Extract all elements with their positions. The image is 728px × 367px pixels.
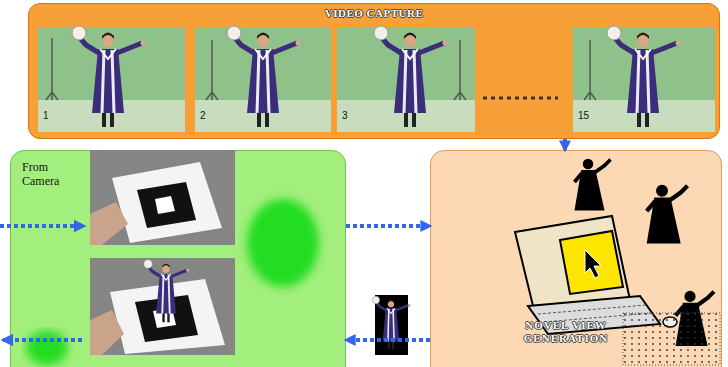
render-panel: NOVEL VIEW GENERATION [430,150,722,367]
panel-heading: NOVEL VIEW GENERATION [507,319,625,344]
frame-number: 3 [342,110,348,122]
panel-caption: From Camera [22,161,74,189]
video-frame: 2 [195,27,331,132]
frame-number: 1 [43,110,49,122]
flow-arrow [563,139,567,150]
video-frame: 3 [337,27,475,132]
thumbnail-actor [372,296,410,349]
flow-arrow [346,224,430,228]
frame-number: 15 [578,110,589,122]
video-frame: 1 [38,27,185,132]
panel-heading: VIDEO CAPTURE [29,7,719,20]
frame-number: 2 [200,110,206,122]
video-frame: 15 [573,27,715,132]
camera-panel: From Camera [10,150,346,367]
view-thumbnail [375,295,408,355]
flow-arrow [346,338,430,342]
capture-panel: VIDEO CAPTURE 1 2 3 15 [28,3,720,139]
